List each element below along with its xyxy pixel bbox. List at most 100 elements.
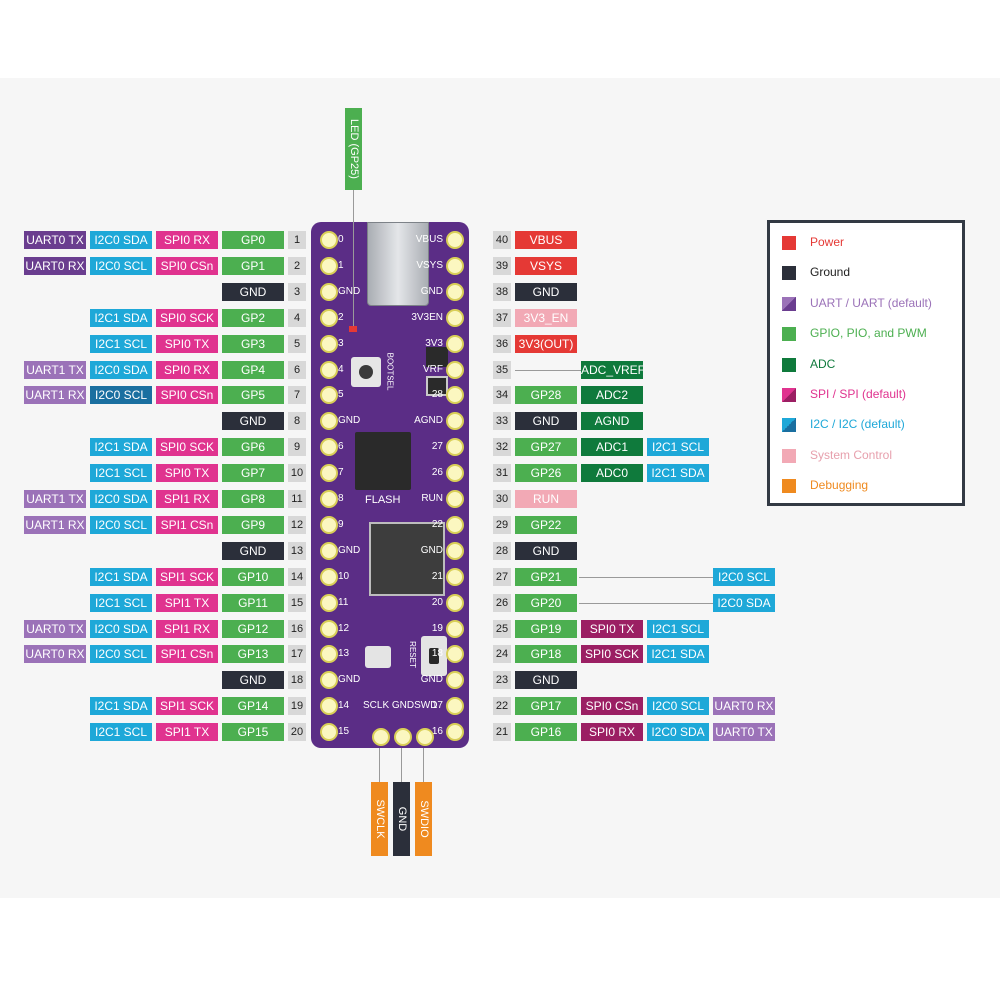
pin-label: UART0 TX xyxy=(713,723,775,742)
pin-pad xyxy=(320,308,338,327)
pin-number: 23 xyxy=(493,671,511,690)
pin-label: UART0 RX xyxy=(24,256,86,275)
pin-pad xyxy=(320,464,338,483)
pin-label: I2C0 SDA xyxy=(647,723,709,742)
pin-label: UART0 RX xyxy=(713,697,775,716)
silkscreen-label: GND xyxy=(420,544,443,556)
silkscreen-label: 16 xyxy=(431,726,443,738)
pin-label: SPI1 TX xyxy=(156,723,218,742)
pin-label: I2C0 SCL xyxy=(90,386,152,405)
swd-wire xyxy=(379,748,380,782)
silkscreen-label: 22 xyxy=(431,518,443,530)
pin-number: 5 xyxy=(288,334,306,353)
pin-number: 1 xyxy=(288,231,306,249)
pin-label: UART1 TX xyxy=(24,490,86,508)
pin-label: GP27 xyxy=(515,438,577,457)
pin-label: SPI0 SCK xyxy=(581,645,643,664)
pin-label: GP17 xyxy=(515,697,577,716)
legend-swatch xyxy=(782,327,796,342)
pin-number: 7 xyxy=(288,386,306,405)
swd-pad xyxy=(372,728,390,746)
pin-number: 15 xyxy=(288,593,306,612)
pin-pad xyxy=(446,697,464,716)
pin-number: 33 xyxy=(493,412,511,431)
pin-label: SPI0 TX xyxy=(156,464,218,483)
pin-pad xyxy=(446,464,464,483)
pin-pad xyxy=(320,490,338,508)
legend-swatch xyxy=(782,266,796,281)
pin-number: 19 xyxy=(288,697,306,716)
pin-label: I2C0 SCL xyxy=(90,515,152,534)
pin-pad xyxy=(446,334,464,353)
pin-label: SPI0 RX xyxy=(581,723,643,742)
legend-swatch xyxy=(782,448,796,463)
pin-pad xyxy=(446,671,464,690)
pin-label: SPI0 CSn xyxy=(156,386,218,405)
led-gp25-tag: LED (GP25) xyxy=(345,108,362,190)
pin-pad xyxy=(446,515,464,534)
pin-label: I2C0 SDA xyxy=(90,490,152,508)
pin-label: GP7 xyxy=(222,464,284,483)
pin-number: 34 xyxy=(493,386,511,405)
legend-swatch xyxy=(782,388,796,402)
pin-label: SPI1 SCK xyxy=(156,697,218,716)
legend-swatch xyxy=(782,236,796,250)
pin-number: 39 xyxy=(493,256,511,275)
pin-label: SPI0 SCK xyxy=(156,308,218,327)
legend-swatch xyxy=(782,296,796,311)
pin-pad xyxy=(320,723,338,742)
pin-number: 10 xyxy=(288,464,306,483)
pin-pad xyxy=(446,567,464,586)
pin-number: 38 xyxy=(493,282,511,301)
pin-label: SPI0 TX xyxy=(156,334,218,353)
silkscreen-label: 2 xyxy=(338,311,344,323)
pin-label: SPI0 TX xyxy=(581,619,643,638)
pin-pad xyxy=(446,360,464,379)
led xyxy=(349,326,357,332)
pin-pad xyxy=(320,671,338,690)
pin-label: GP11 xyxy=(222,593,284,612)
pin-pad xyxy=(320,360,338,379)
silkscreen-label: 13 xyxy=(338,648,350,660)
silkscreen-label: 21 xyxy=(431,570,443,582)
pin-label: GP13 xyxy=(222,645,284,664)
pin-label: I2C0 SDA xyxy=(90,619,152,638)
pin-number: 9 xyxy=(288,438,306,457)
pin-label: UART0 TX xyxy=(24,231,86,249)
pin-label: GP15 xyxy=(222,723,284,742)
voltage-regulator xyxy=(426,347,448,367)
silkscreen-label: VSYS xyxy=(416,259,443,271)
legend-label: Ground xyxy=(810,265,851,280)
pin-number: 32 xyxy=(493,438,511,457)
silkscreen-label: 28 xyxy=(431,389,443,401)
silkscreen-label: 3 xyxy=(338,337,344,349)
pin-label: SPI0 RX xyxy=(156,360,218,379)
pin-label: SPI1 CSn xyxy=(156,515,218,534)
pin-number: 27 xyxy=(493,567,511,586)
pin-label: I2C0 SCL xyxy=(713,567,775,586)
pin-number: 6 xyxy=(288,360,306,379)
pin-number: 28 xyxy=(493,541,511,560)
pin-label: I2C0 SCL xyxy=(647,697,709,716)
pin-pad xyxy=(320,334,338,353)
pin-number: 13 xyxy=(288,541,306,560)
pin-number: 14 xyxy=(288,567,306,586)
pin-label: AGND xyxy=(581,412,643,431)
silkscreen-label: 5 xyxy=(338,389,344,401)
pin-pad xyxy=(446,386,464,405)
legend-swatch xyxy=(782,479,796,494)
pin-number: 2 xyxy=(288,256,306,275)
pin-number: 24 xyxy=(493,645,511,664)
pin-label: SPI1 CSn xyxy=(156,645,218,664)
swd-tag: SWCLK xyxy=(371,782,388,856)
pin-number: 16 xyxy=(288,619,306,638)
reset-text: RESET xyxy=(407,641,417,668)
pin-pad xyxy=(446,282,464,301)
pin-pad xyxy=(320,567,338,586)
pin-label: GP21 xyxy=(515,567,577,586)
silkscreen-label: 9 xyxy=(338,518,344,530)
pin-label: GP16 xyxy=(515,723,577,742)
silkscreen-label: 18 xyxy=(431,648,443,660)
